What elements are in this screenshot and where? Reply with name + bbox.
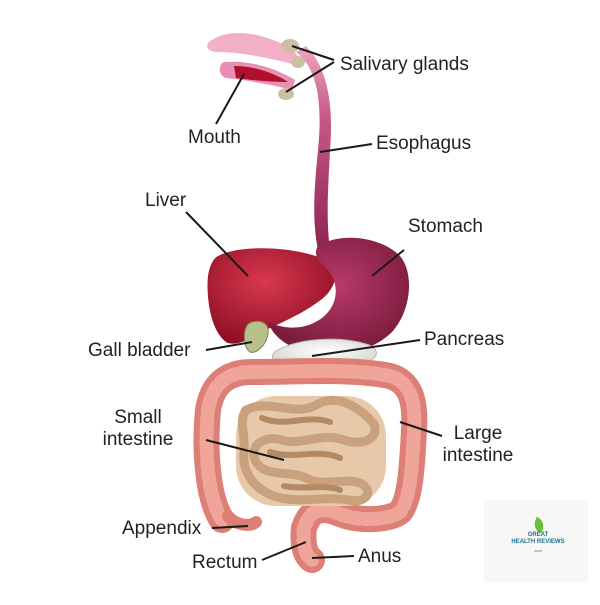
label-rectum: Rectum xyxy=(192,552,258,573)
leader-gall-bladder xyxy=(205,341,253,351)
label-liver: Liver xyxy=(145,190,187,211)
leader-rectum xyxy=(261,541,307,561)
leader-liver xyxy=(185,211,249,277)
watermark-line3: com xyxy=(534,548,542,553)
leader-stomach xyxy=(371,249,405,277)
liver-shape xyxy=(207,248,336,344)
watermark-logo: GREAT HEALTH REVIEWS com xyxy=(484,500,588,582)
salivary-glands-shape xyxy=(278,39,305,100)
leader-appendix xyxy=(211,525,249,529)
label-large-intestine-line1: Large xyxy=(453,423,503,444)
watermark-title: GREAT HEALTH REVIEWS xyxy=(498,532,578,546)
label-large-intestine-line2: intestine xyxy=(442,445,514,466)
leader-anus xyxy=(311,555,355,559)
leader-salivary-2 xyxy=(285,61,335,93)
watermark-line1: GREAT xyxy=(527,532,549,538)
label-gall-bladder: Gall bladder xyxy=(88,340,191,361)
label-appendix: Appendix xyxy=(122,518,202,539)
label-anus: Anus xyxy=(358,546,402,567)
leader-salivary-1 xyxy=(291,45,335,61)
small-intestine-shape xyxy=(236,395,386,506)
label-salivary-glands: Salivary glands xyxy=(340,54,469,75)
label-mouth: Mouth xyxy=(188,127,241,148)
label-large-intestine: Large intestine xyxy=(428,423,528,467)
leader-mouth xyxy=(215,73,245,125)
large-intestine-shape xyxy=(193,358,428,573)
label-stomach: Stomach xyxy=(408,216,483,237)
label-esophagus: Esophagus xyxy=(376,133,472,154)
watermark-line2: HEALTH REVIEWS xyxy=(511,539,565,545)
esophagus-shape xyxy=(296,46,331,250)
leader-pancreas xyxy=(311,339,421,357)
label-small-intestine-line2: intestine xyxy=(102,429,174,450)
leader-small-intestine xyxy=(205,439,285,461)
gall-bladder-shape xyxy=(243,320,269,353)
leader-lines xyxy=(185,45,443,561)
leader-esophagus xyxy=(319,143,373,153)
label-pancreas: Pancreas xyxy=(424,329,505,350)
leaf-icon xyxy=(531,516,547,534)
label-small-intestine: Small intestine xyxy=(88,407,188,451)
stomach-shape xyxy=(268,237,410,356)
mouth-shape xyxy=(207,33,298,90)
label-small-intestine-line1: Small xyxy=(114,407,162,428)
leader-large-intestine xyxy=(399,421,443,437)
